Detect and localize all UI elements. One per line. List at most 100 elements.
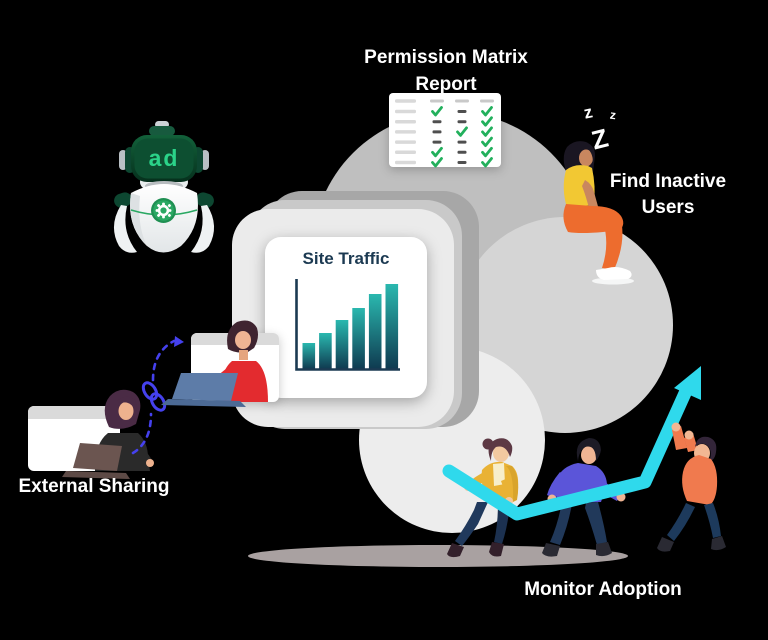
person-right-man	[161, 320, 268, 407]
adoption-man-middle-arm-left	[547, 472, 568, 499]
table-row-line	[395, 140, 416, 144]
robot-face-plate	[134, 138, 194, 179]
table-dash-mark	[432, 140, 442, 144]
robot-shoulder-right	[196, 192, 214, 208]
adoption-man-right-arm-left	[672, 426, 687, 450]
trend-arrow-line	[442, 384, 693, 521]
table-dash-mark	[457, 110, 467, 113]
find-inactive-users-label: Find Inactive Users	[568, 169, 768, 221]
connector-arrowhead	[174, 336, 184, 347]
woman-face	[118, 402, 134, 420]
table-dash-mark	[432, 130, 442, 134]
sleeping-person-shin	[602, 216, 623, 270]
table-row-line	[395, 99, 416, 103]
adoption-woman-arm-front	[501, 478, 513, 499]
find-inactive-line1: Find Inactive	[609, 171, 727, 192]
robot-antenna	[149, 126, 175, 136]
table-row-line	[395, 119, 416, 124]
adoption-woman-face	[493, 444, 509, 462]
person-left-woman	[62, 389, 154, 479]
robot-shoulder-left	[114, 192, 132, 208]
robot-body-shade	[130, 193, 147, 246]
adoption-man-middle-shoe-front	[542, 543, 560, 557]
laptop-left-base	[62, 471, 130, 479]
chart-bar	[319, 333, 332, 369]
adoption-man-right-hand-left	[671, 422, 681, 432]
adoption-man-middle-hair	[576, 438, 601, 461]
woman-arm	[128, 440, 152, 466]
trend-arrow	[442, 366, 701, 521]
adoption-woman-heel-front	[447, 543, 464, 558]
laptop-right-base	[161, 399, 246, 407]
table-row-line	[395, 160, 416, 165]
permission-matrix-report-label: Permission Matrix Report	[306, 44, 586, 98]
permission-matrix-line2: Report	[415, 74, 477, 95]
table-row-line	[395, 130, 416, 134]
table-dash-mark	[455, 99, 469, 103]
table-check-mark	[456, 126, 468, 137]
table-check-mark	[481, 136, 493, 147]
external-sharing-label: External Sharing	[18, 476, 170, 497]
chart-bar	[335, 320, 349, 369]
gear-icon	[155, 202, 172, 219]
adoption-man-right-shoe-front	[657, 537, 674, 552]
adoption-man-right	[657, 422, 726, 552]
table-dash-mark	[457, 161, 467, 164]
table-check-mark	[481, 146, 493, 158]
woman-fringe	[117, 396, 137, 411]
monitor-adoption-label: Monitor Adoption	[524, 579, 682, 600]
robot-claw-right	[191, 205, 215, 253]
table-dash-mark	[457, 120, 467, 124]
adoption-man-right-leg-back	[704, 503, 721, 538]
table-dash-mark	[457, 150, 467, 154]
table-row-line	[395, 109, 416, 114]
chart-bar	[302, 343, 316, 369]
chain-link-icon	[141, 381, 167, 412]
adoption-man-right-hand-right	[684, 430, 694, 440]
table-check-mark	[431, 146, 443, 158]
table-check-mark	[481, 116, 493, 127]
sleeping-person-face	[579, 149, 593, 167]
laptop-right-screen	[172, 373, 238, 401]
adoption-man-middle-shoe-back	[596, 542, 612, 557]
robot-badge-text: ad	[148, 145, 180, 171]
site-traffic-chart	[295, 279, 400, 371]
adoption-man-right-hair	[695, 436, 717, 462]
man-neck	[239, 350, 248, 360]
external-sharing-group	[28, 320, 279, 479]
chart-bar	[368, 294, 382, 369]
adoption-woman-heel-back	[489, 542, 504, 557]
laptop-left-screen	[73, 443, 122, 471]
adoption-man-right-shoe-back	[711, 536, 726, 551]
permission-matrix-card	[389, 93, 501, 167]
sharing-link-connector	[131, 336, 184, 455]
table-dash-mark	[457, 140, 467, 144]
adoption-man-middle	[542, 438, 626, 557]
sleeping-person-fringe	[576, 142, 595, 163]
table-check-mark	[481, 126, 493, 137]
man-fringe	[233, 324, 255, 338]
adoption-man-middle-face	[581, 446, 597, 464]
robot-mascot	[113, 121, 215, 253]
table-check-mark	[431, 157, 443, 168]
bar-series	[302, 284, 399, 369]
adoption-woman-leg-front	[455, 502, 488, 546]
table-check-mark	[481, 157, 493, 168]
chart-axis	[295, 279, 400, 371]
table-dash-mark	[432, 120, 442, 124]
table-dash-mark	[480, 99, 494, 103]
adoption-woman-hair	[488, 438, 513, 461]
dashed-curve-lower	[131, 412, 153, 455]
adoption-man-middle-leg-back	[585, 502, 607, 545]
adoption-man-right-leg-front	[667, 503, 695, 541]
dashed-curve-upper	[151, 339, 176, 382]
adoption-woman-jacket-flap	[506, 466, 519, 502]
chart-bar	[385, 284, 399, 369]
woman-hand	[146, 459, 154, 467]
table-check-mark	[431, 106, 443, 117]
find-inactive-line2: Users	[641, 197, 695, 218]
site-traffic-title: Site Traffic	[302, 249, 390, 268]
table-row-line	[395, 150, 416, 155]
robot-claw-left	[113, 205, 137, 253]
